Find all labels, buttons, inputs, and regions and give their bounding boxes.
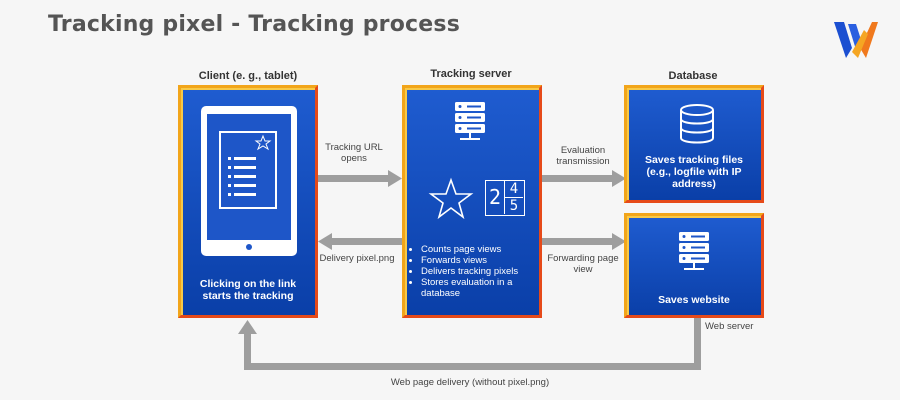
counter-digit-2: 4 [505,181,523,198]
database-box: Saves tracking files (e.g., logfile with… [624,85,764,203]
counter-digit-3: 5 [509,198,519,214]
database-caption: Saves tracking files (e.g., logfile with… [644,154,744,190]
column-header-server: Tracking server [430,68,512,80]
document-icon [219,131,277,209]
arrow-label-evaluation: Evaluation transmission [556,145,610,167]
web-server-caption: Saves website [658,294,730,306]
client-caption: Clicking on the link starts the tracking [199,278,297,302]
column-header-client: Client (e. g., tablet) [198,70,298,82]
column-header-database: Database [668,70,718,82]
list-item: Counts page views [421,244,549,255]
page-title: Tracking pixel - Tracking process [48,12,460,37]
list-item: Stores evaluation in a database [421,277,549,299]
arrow-label-web-delivery: Web page delivery (without pixel.png) [390,377,550,388]
client-box: Clicking on the link starts the tracking [178,85,318,318]
server-icon [679,232,709,270]
tablet-icon [201,106,297,256]
counter-digit-1: 2 [486,181,505,214]
arrow-label-delivery-pixel: Delivery pixel.png [319,253,395,264]
web-server-box: Saves website [624,213,764,318]
list-item: Delivers tracking pixels [421,266,549,277]
arrow-label-forwarding: Forwarding page view [547,253,619,275]
web-server-label: Web server [705,321,754,332]
star-icon [428,177,474,220]
tablet-home-button [246,244,252,250]
server-icon [455,102,485,140]
tracking-server-box: 2 4 5 Counts page views Forwards views D… [402,85,542,318]
w-logo-icon [830,18,880,62]
server-bullet-list: Counts page views Forwards views Deliver… [409,244,549,299]
database-icon [680,104,714,144]
arrow-label-tracking-url: Tracking URL opens [325,142,383,164]
counter-icon: 2 4 5 [485,180,525,216]
list-item: Forwards views [421,255,549,266]
